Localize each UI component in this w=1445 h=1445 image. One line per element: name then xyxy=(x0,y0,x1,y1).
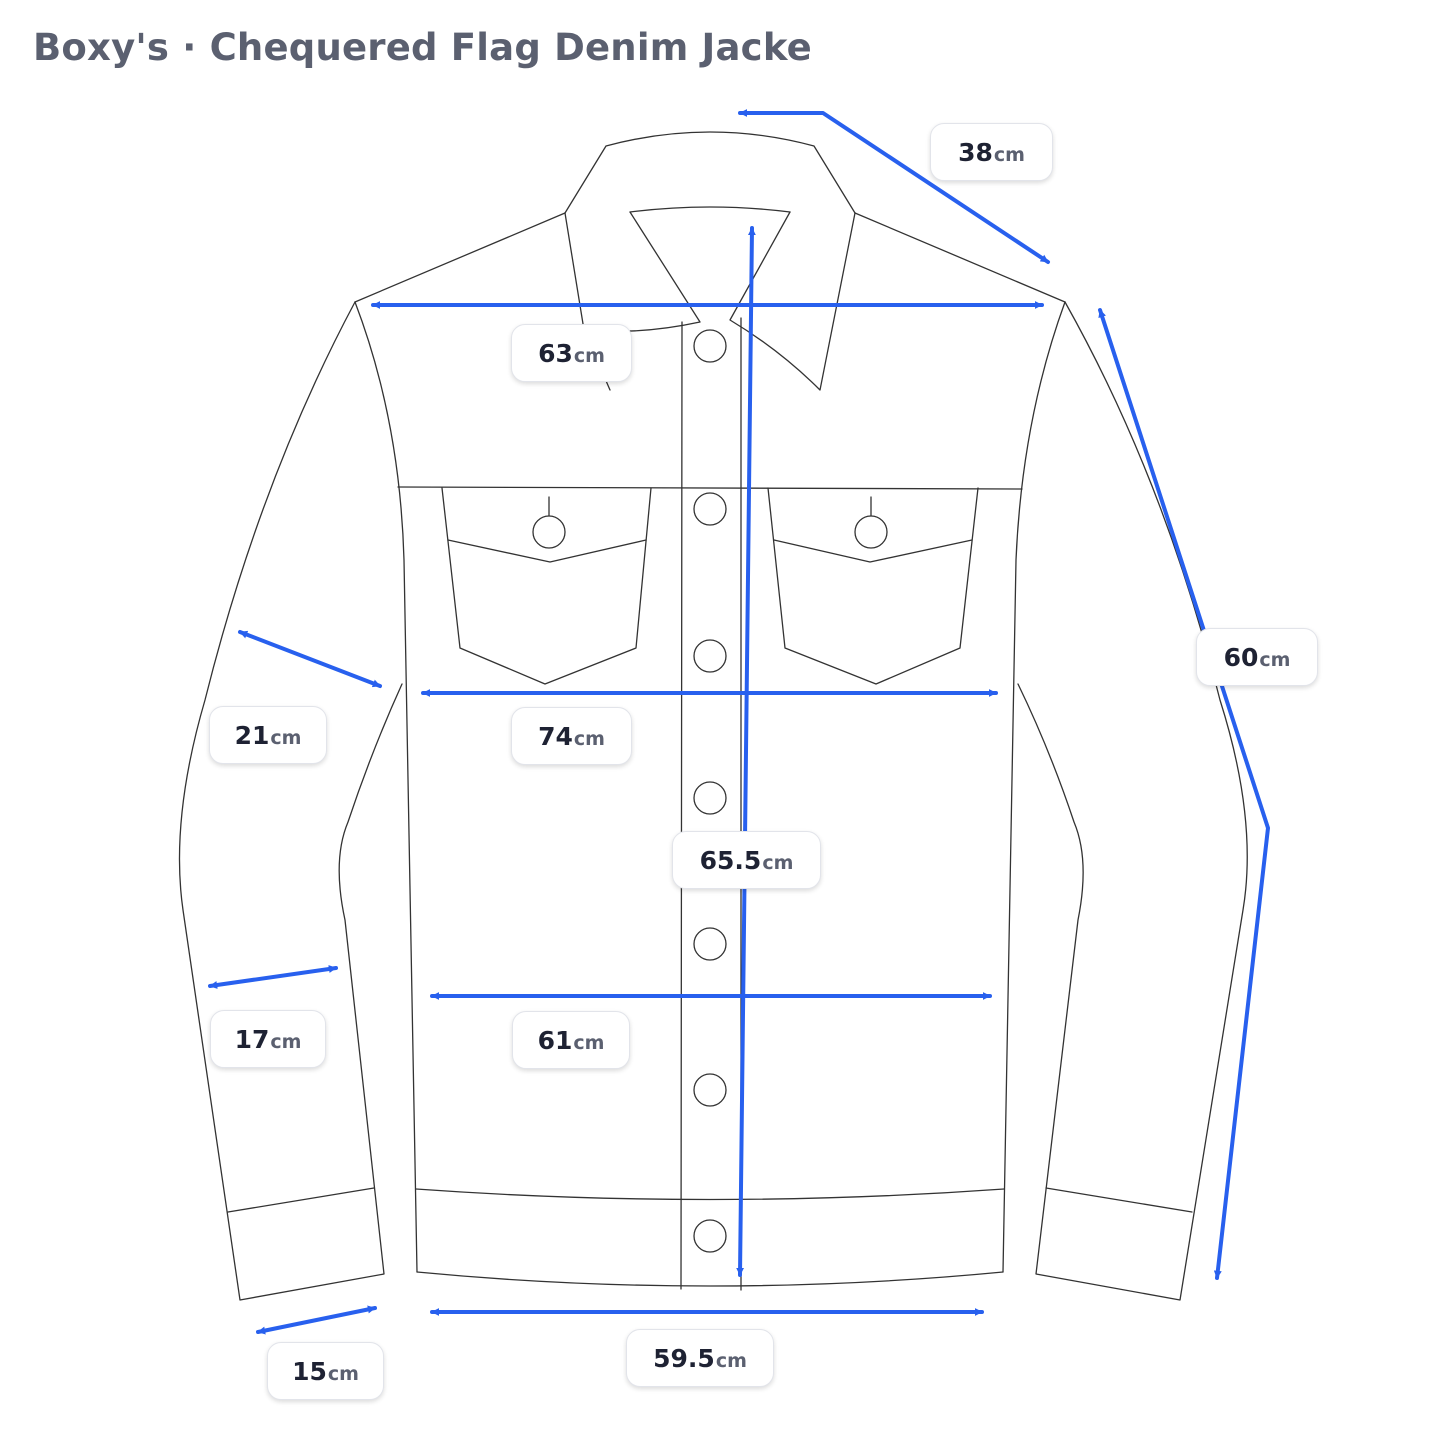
label-value: 63 xyxy=(538,339,573,368)
measurement-arrows xyxy=(208,109,1270,1335)
label-value: 59.5 xyxy=(653,1344,715,1373)
front-button xyxy=(693,927,727,961)
label-value: 17 xyxy=(234,1025,270,1054)
left-pocket xyxy=(441,487,652,685)
left-pocket-button xyxy=(532,515,566,549)
jacket-outline xyxy=(178,131,1248,1301)
front-button xyxy=(693,1073,727,1107)
yoke-seam xyxy=(397,486,1023,490)
collar-right-point xyxy=(729,211,856,391)
arrow-body-length xyxy=(736,226,756,1277)
label-value: 61 xyxy=(537,1026,573,1055)
left-shoulder-seam xyxy=(354,212,566,303)
collar xyxy=(564,131,856,214)
label-unit: cm xyxy=(270,1031,302,1053)
front-button xyxy=(693,781,727,815)
label-value: 21 xyxy=(234,721,270,750)
label-unit: cm xyxy=(270,727,302,749)
placket-left xyxy=(680,321,683,1290)
body-left-side xyxy=(354,301,418,1273)
left-pocket-flap xyxy=(447,539,647,563)
collar-stand xyxy=(629,206,791,213)
waistband-top xyxy=(415,1188,1005,1201)
right-pocket-button xyxy=(854,515,888,549)
label-value: 15 xyxy=(292,1357,327,1386)
front-buttons xyxy=(693,329,727,1253)
label-unit: cm xyxy=(327,1363,359,1385)
front-button xyxy=(693,492,727,526)
right-shoulder-seam xyxy=(854,212,1066,303)
right-sleeve xyxy=(1017,301,1248,1301)
arrow-shoulder-to-neck xyxy=(738,109,1050,264)
right-pocket xyxy=(767,487,979,685)
front-button xyxy=(693,329,727,363)
label-unit: cm xyxy=(715,1350,747,1372)
page-title: Boxy's · Chequered Flag Denim Jacke xyxy=(33,26,812,69)
label-unit: cm xyxy=(573,1032,605,1054)
arrow-cuff-width xyxy=(256,1305,377,1335)
label-unit: cm xyxy=(573,345,605,367)
front-button xyxy=(693,1219,727,1253)
label-unit: cm xyxy=(993,144,1025,166)
hem xyxy=(416,1271,1004,1287)
left-sleeve xyxy=(178,301,403,1301)
left-cuff-seam xyxy=(227,1187,375,1213)
arrow-upper-arm xyxy=(238,630,382,688)
label-value: 65.5 xyxy=(699,846,762,875)
label-value: 60 xyxy=(1223,643,1259,672)
right-pocket-flap xyxy=(773,539,973,563)
front-button xyxy=(693,639,727,673)
label-unit: cm xyxy=(1259,649,1291,671)
right-cuff-seam xyxy=(1045,1187,1193,1213)
label-unit: cm xyxy=(762,852,794,874)
arrow-sleeve-length xyxy=(1098,308,1270,1280)
label-value: 38 xyxy=(958,138,993,167)
body-right-side xyxy=(1002,301,1066,1273)
collar-left-point xyxy=(564,211,701,333)
arrow-forearm xyxy=(208,965,338,989)
label-value: 74 xyxy=(538,722,573,751)
label-unit: cm xyxy=(573,728,605,750)
